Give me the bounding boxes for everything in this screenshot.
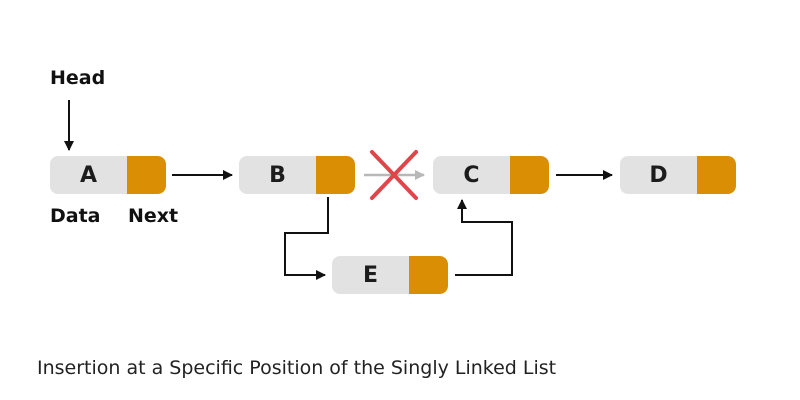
link-b-to-e <box>284 197 329 280</box>
node-e-inserted: E <box>332 256 448 294</box>
node-d: D <box>620 156 736 194</box>
node-a-next-pointer <box>127 156 166 194</box>
node-d-data: D <box>620 156 697 194</box>
node-c-next-pointer <box>510 156 549 194</box>
node-c-data: C <box>433 156 510 194</box>
next-field-label: Next <box>128 205 179 227</box>
node-a: A <box>50 156 166 194</box>
node-d-next-pointer <box>697 156 736 194</box>
diagram-caption: Insertion at a Specific Position of the … <box>37 357 557 379</box>
node-b: B <box>239 156 355 194</box>
node-c: C <box>433 156 549 194</box>
node-b-next-pointer <box>316 156 355 194</box>
node-a-data: A <box>50 156 127 194</box>
node-e-next-pointer <box>409 256 448 294</box>
node-b-data: B <box>239 156 316 194</box>
link-e-to-c <box>455 199 513 276</box>
node-e-data: E <box>332 256 409 294</box>
data-field-label: Data <box>50 205 101 227</box>
cross-icon <box>370 150 418 200</box>
head-label: Head <box>50 67 106 89</box>
